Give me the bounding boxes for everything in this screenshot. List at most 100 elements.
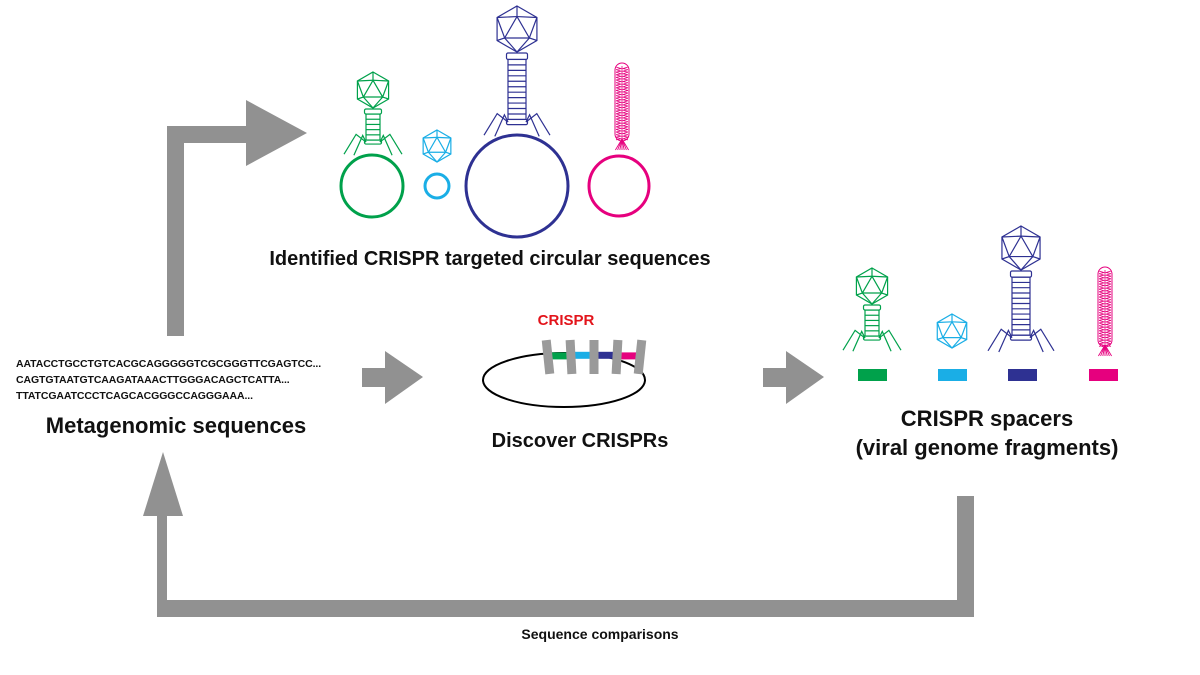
capsid-edge — [362, 96, 374, 109]
capsid-edge — [861, 292, 873, 305]
phage-leg — [494, 113, 509, 137]
capsid-icon — [356, 71, 390, 109]
phage-collar — [862, 304, 882, 311]
filament-pattern — [615, 66, 629, 141]
capsid-inner-face — [427, 136, 447, 153]
capsid-edge — [357, 79, 374, 82]
phage-leg — [1029, 328, 1055, 352]
capsid-edge — [357, 96, 364, 100]
sequence-line: TTATCGAATCCCTCAGCACGGGCCAGGGAAA... — [16, 390, 253, 402]
filamentous-virus-icon — [1097, 266, 1113, 357]
capsid-edge — [445, 137, 452, 153]
phage-collar — [1009, 270, 1033, 278]
crispr-repeat — [589, 340, 599, 374]
capsid-edge — [516, 37, 530, 53]
capsid-edge — [529, 37, 538, 42]
capsid-edge — [942, 337, 953, 349]
capsid-edge — [436, 151, 447, 163]
arrow-to-discover — [362, 351, 423, 404]
crispr-spacers-label: CRISPR spacers — [900, 406, 1074, 431]
phage-baseplate — [505, 118, 529, 126]
capsid-inner-face — [861, 275, 883, 294]
crispr-spacer — [574, 351, 591, 359]
capsid-icon — [422, 129, 452, 163]
phage-leg — [852, 330, 866, 352]
capsid-edge — [445, 151, 452, 155]
filament-fringe — [621, 138, 629, 151]
circular-genome — [339, 153, 405, 219]
capsid-edge — [960, 322, 968, 338]
circular-genome — [464, 133, 570, 239]
capsid-icon — [936, 313, 968, 349]
crispr-repeat — [611, 339, 623, 375]
phage-leg — [343, 133, 367, 155]
capsid-edge — [856, 292, 863, 296]
capsid-edge — [1032, 236, 1041, 257]
capsid-inner-face — [1008, 234, 1034, 258]
phage-leg — [483, 112, 509, 136]
capsid-icon — [1001, 225, 1041, 271]
capsid-icon — [855, 267, 889, 305]
spacer-source-magenta-filamentous-virus — [1097, 266, 1113, 357]
crispr-repeat — [633, 339, 647, 375]
capsid-edge — [856, 275, 873, 278]
capsid-edge — [496, 17, 506, 39]
capsid-inner-face — [503, 15, 531, 39]
capsid-edge — [1001, 236, 1010, 257]
metagenomic-sequence-list: AATACCTGCCTGTCACGCAGGGGGTCGCGGGTTCGAGTCC… — [16, 356, 321, 404]
filamentous-virus-icon — [614, 62, 630, 151]
capsid-edge — [871, 292, 883, 305]
capsid-edge — [881, 276, 889, 294]
capsid-edge — [937, 321, 953, 324]
discover-crisprs-label: Discover CRISPRs — [491, 430, 669, 452]
capsid-edge — [382, 96, 389, 100]
capsid-edge — [427, 151, 438, 163]
phage-tail — [365, 113, 381, 141]
phage-leg — [878, 329, 902, 351]
capsid-edge — [496, 37, 505, 42]
capsid-edge — [1020, 235, 1041, 238]
capsid-edge — [881, 292, 888, 296]
capsid-edge — [936, 322, 944, 338]
capsid-edge — [356, 80, 364, 98]
capsid-edge — [436, 136, 451, 139]
phage-tail — [507, 58, 527, 121]
capsid-edge — [516, 15, 537, 19]
capsid-edge — [422, 151, 429, 155]
phage-leg — [987, 328, 1013, 352]
crispr-array — [541, 339, 647, 375]
phage-leg — [379, 133, 403, 155]
spacer-bar — [938, 369, 967, 381]
capsid-edge — [871, 275, 888, 278]
phage-collar — [505, 52, 529, 61]
phage-leg — [998, 329, 1013, 353]
sequence-line: CAGTGTAATGTCAAGATAAACTTGGGACAGCTCATTA... — [16, 374, 290, 386]
phage-leg — [353, 134, 367, 156]
phage-collar — [363, 108, 383, 115]
magenta-filamentous-virus-with-circle — [587, 62, 651, 218]
capsid-edge — [937, 337, 944, 341]
crispr-repeat — [565, 339, 577, 375]
phage-leg — [525, 112, 551, 136]
viral-genome-fragments-label: (viral genome fragments) — [855, 435, 1119, 460]
spacer-bar — [858, 369, 887, 381]
spacer-bar — [1089, 369, 1118, 381]
capsid-edge — [951, 337, 962, 349]
phage-leg — [379, 134, 393, 156]
crispr-locus — [482, 339, 647, 408]
navy-phage-with-circle — [464, 5, 570, 239]
spacer-source-navy-phage — [987, 225, 1055, 353]
phage-leg — [1029, 329, 1044, 353]
capsid-inner-face — [362, 79, 384, 98]
crispr-spacer — [597, 351, 614, 359]
phage-tail — [1011, 276, 1031, 336]
phage-baseplate — [1009, 334, 1033, 341]
capsid-icon — [496, 5, 538, 53]
capsid-edge — [960, 337, 967, 341]
cyan-virus-with-circle — [422, 129, 452, 200]
crispr-spacer — [551, 352, 568, 360]
spacer-bars — [858, 369, 1118, 381]
circular-sequences-label: Identified CRISPR targeted circular sequ… — [269, 248, 711, 270]
